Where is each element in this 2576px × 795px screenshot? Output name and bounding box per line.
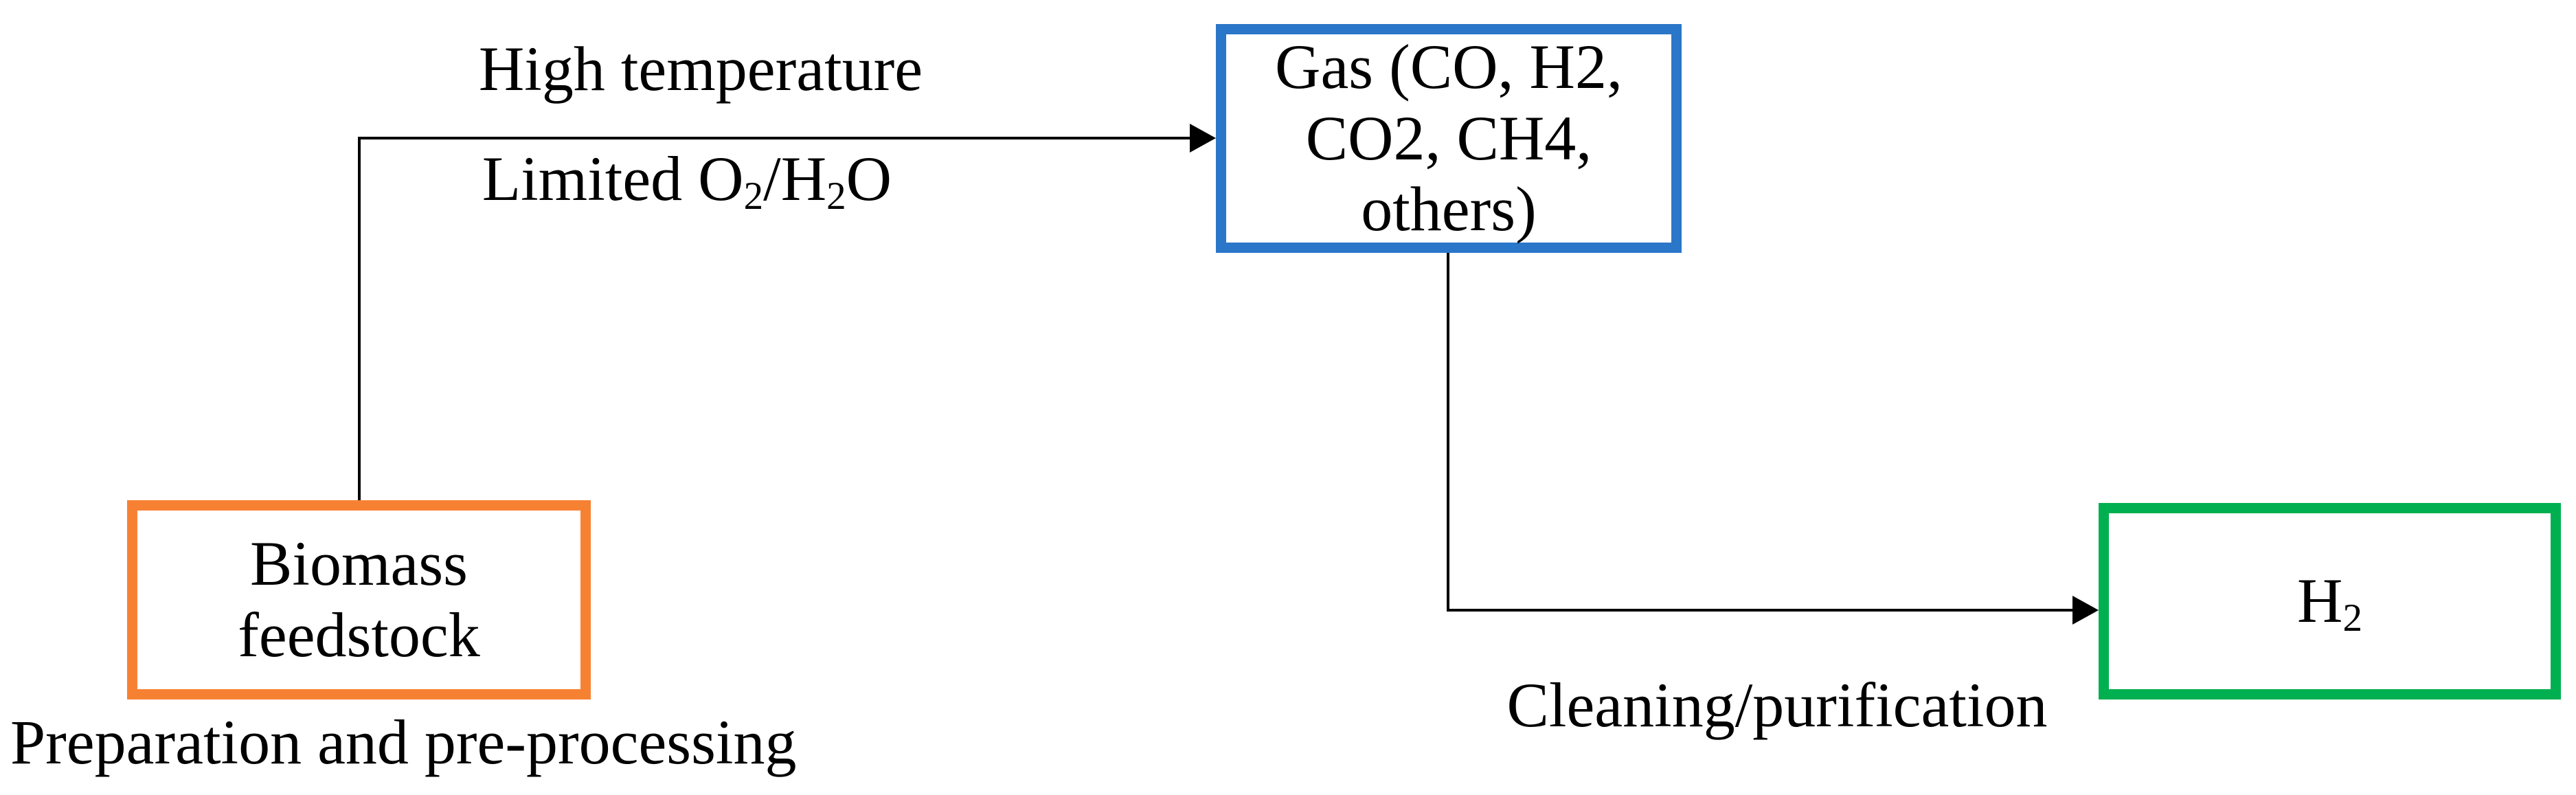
h2-label-base: H xyxy=(2297,566,2343,636)
high-temperature-label: High temperature xyxy=(478,34,923,104)
gas-box-label-line3: others) xyxy=(1361,174,1537,245)
limited-label-text: Limited O xyxy=(482,144,744,214)
h2-box-label: H2 xyxy=(2297,566,2362,640)
cleaning-purification-label: Cleaning/purification xyxy=(1506,670,2048,740)
biomass-to-gas-connector-vertical xyxy=(358,137,361,500)
gas-box-label-line2: CO2, CH4, xyxy=(1305,102,1592,173)
hydrogen-output-box: H2 xyxy=(2099,503,2561,699)
gas-box-label-line1: Gas (CO, H2, xyxy=(1275,31,1623,102)
arrowhead-into-gas-box xyxy=(1190,124,1216,153)
h2-label-subscript: 2 xyxy=(2342,596,2362,640)
biomass-box-label-line1: Biomass xyxy=(250,528,468,599)
biomass-feedstock-box: Biomass feedstock xyxy=(127,500,591,699)
limited-label-mid-text: /H xyxy=(763,144,827,214)
arrowhead-into-h2-box xyxy=(2072,596,2099,625)
preparation-preprocessing-label: Preparation and pre-processing xyxy=(10,707,797,777)
limited-label-subscript-1: 2 xyxy=(743,174,764,218)
gas-to-h2-connector-horizontal xyxy=(1447,609,2074,612)
biomass-to-gas-connector-horizontal xyxy=(358,137,1191,139)
gas-to-h2-connector-vertical xyxy=(1447,253,1449,610)
limited-label-end-text: O xyxy=(846,144,892,214)
limited-oxygen-water-label: Limited O2/H2O xyxy=(482,144,892,217)
limited-label-subscript-2: 2 xyxy=(826,174,846,218)
gas-products-box: Gas (CO, H2, CO2, CH4, others) xyxy=(1216,24,1682,253)
biomass-box-label-line2: feedstock xyxy=(238,600,480,670)
